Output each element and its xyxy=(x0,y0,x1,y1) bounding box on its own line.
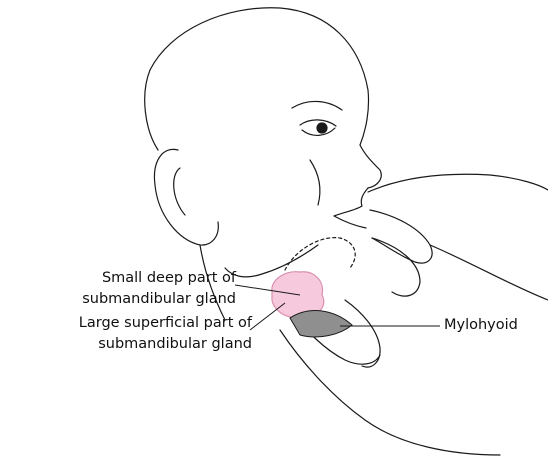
superficial-label: Large superficial part of submandibular … xyxy=(4,313,252,355)
cheek xyxy=(310,160,320,205)
mylohyoid-shape xyxy=(290,311,352,337)
deep-part-label-line1: Small deep part of xyxy=(8,268,236,289)
head-outline xyxy=(150,8,369,145)
mylohyoid-label: Mylohyoid xyxy=(444,315,518,336)
hand-right xyxy=(430,245,548,300)
ear xyxy=(154,149,218,245)
deep-part-label: Small deep part of submandibular gland xyxy=(8,268,236,310)
deep-part-label-line2: submandibular gland xyxy=(8,289,236,310)
mylohyoid-label-text: Mylohyoid xyxy=(444,317,518,333)
lips xyxy=(334,188,368,228)
eyebrow xyxy=(292,101,342,110)
nose xyxy=(360,145,381,188)
eye-pupil xyxy=(317,123,327,133)
ear-inner xyxy=(174,168,185,215)
superficial-label-line2: submandibular gland xyxy=(4,334,252,355)
hand-finger-2 xyxy=(372,238,420,296)
leader-superficial xyxy=(250,303,285,330)
hand-finger-1 xyxy=(370,210,432,263)
deep-gland-dashed xyxy=(285,238,355,270)
superficial-label-line1: Large superficial part of xyxy=(4,313,252,334)
skull-back xyxy=(145,70,158,150)
hand-lower xyxy=(280,330,500,455)
hand-finger-3 xyxy=(345,300,380,367)
hand-top xyxy=(368,174,548,192)
